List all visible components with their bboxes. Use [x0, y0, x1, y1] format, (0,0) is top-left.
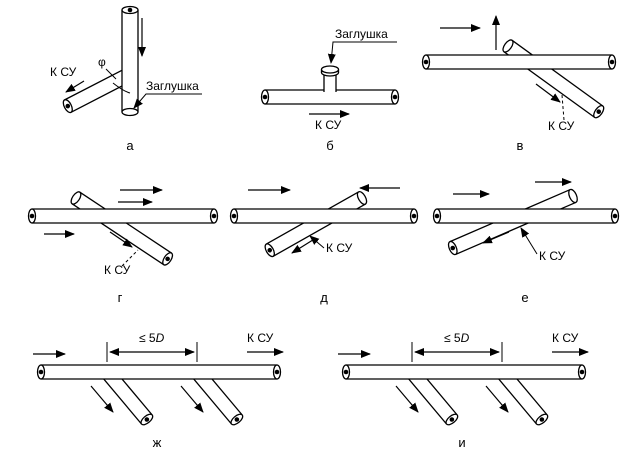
- panel-b: Заглушка К СУ б: [260, 27, 400, 153]
- panel-e: К СУ е: [432, 178, 620, 305]
- main-pipe: [432, 208, 620, 224]
- main-pipe: [421, 54, 617, 70]
- branch-pipe: [264, 191, 368, 258]
- panel-d: К СУ д: [229, 184, 419, 305]
- branch-flow-arrow-2: [485, 385, 509, 413]
- dim-label: ≤ 5D: [139, 331, 165, 345]
- label-ksu: К СУ: [247, 331, 274, 345]
- zaglushka-leader: [327, 41, 397, 64]
- branch-flow-arrow-1: [395, 385, 419, 413]
- dim-label: ≤ 5D: [444, 331, 470, 345]
- label-zaglushka: Заглушка: [335, 27, 388, 41]
- main-pipe: [36, 364, 282, 380]
- branch-pipe: [502, 39, 605, 119]
- panel-letter: а: [126, 138, 134, 153]
- main-pipe: [27, 208, 219, 224]
- panel-letter: д: [320, 290, 328, 305]
- label-ksu: К СУ: [326, 241, 353, 255]
- dim-extension-lines: [106, 342, 198, 362]
- panel-letter: г: [118, 290, 123, 305]
- branch-pipe-1: [101, 367, 154, 426]
- branch-flow-arrow-1: [90, 385, 114, 413]
- label-ksu: К СУ: [104, 263, 131, 277]
- label-ksu: К СУ: [315, 118, 342, 132]
- dim-extension-lines: [411, 342, 503, 362]
- main-pipe: [260, 89, 400, 105]
- panel-letter: б: [326, 138, 333, 153]
- main-pipe: [341, 364, 587, 380]
- panel-i: ≤ 5D К СУ и: [338, 331, 589, 450]
- panel-letter: е: [521, 290, 528, 305]
- main-pipe: [229, 208, 419, 224]
- panel-letter: и: [458, 435, 465, 450]
- plug-stub: [320, 65, 340, 92]
- branch-flow-arrow: [535, 83, 561, 103]
- label-ksu: К СУ: [50, 65, 77, 79]
- ksu-leader: [121, 249, 139, 267]
- ksu-leader: [309, 235, 325, 249]
- branch-pipe-2: [496, 367, 549, 426]
- branch-flow-arrow: [65, 80, 85, 93]
- branch-flow-arrow-2: [180, 385, 204, 413]
- zaglushka-leader: [133, 93, 202, 109]
- label-phi: φ: [98, 55, 106, 69]
- label-zaglushka: Заглушка: [146, 79, 199, 93]
- angle-arc: [112, 82, 131, 94]
- panel-a: φ К СУ Заглушка а: [50, 5, 202, 153]
- ksu-leader: [561, 94, 565, 121]
- branch-flow-arrow: [482, 231, 510, 244]
- panel-zh: ≤ 5D К СУ ж: [33, 331, 284, 450]
- panel-g: К СУ г: [27, 186, 219, 305]
- main-pipe: [121, 5, 139, 117]
- branch-flow-arrow: [109, 231, 133, 248]
- label-ksu: К СУ: [552, 331, 579, 345]
- panel-v: К СУ в: [421, 15, 617, 153]
- panel-letter: ж: [153, 435, 162, 450]
- label-ksu: К СУ: [548, 119, 575, 133]
- ksu-leader: [520, 227, 538, 255]
- panel-letter: в: [517, 138, 524, 153]
- label-ksu: К СУ: [539, 249, 566, 263]
- phi-leader: [105, 68, 117, 80]
